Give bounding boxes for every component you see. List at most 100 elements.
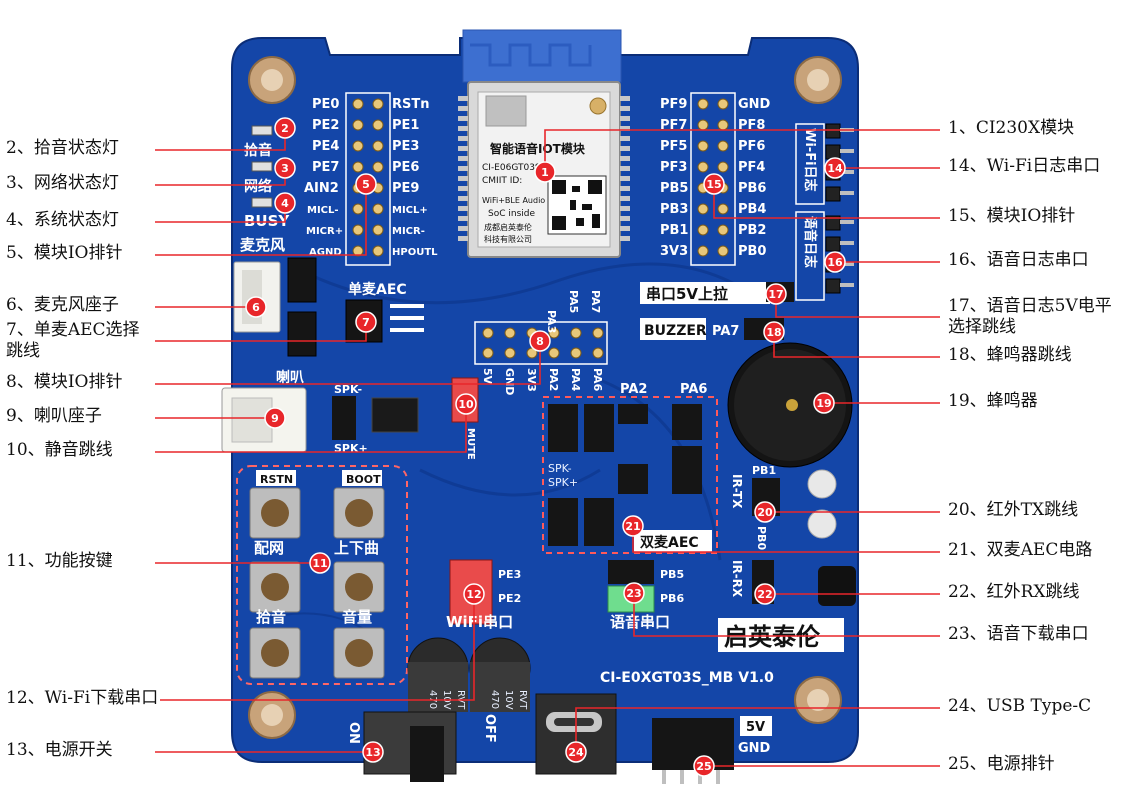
- badge-11: 11: [309, 552, 331, 574]
- svg-text:25: 25: [696, 760, 711, 773]
- badge-9: 9: [264, 407, 286, 429]
- buzzer-pin-label: PA7: [712, 324, 739, 339]
- mid-pa4: PA4: [569, 368, 582, 392]
- ir-rx-label: IR-RX: [730, 560, 744, 598]
- svg-text:15: 15: [706, 178, 721, 191]
- mid-pa5: PA5: [567, 290, 580, 313]
- pin-pf4: PF4: [738, 160, 765, 175]
- badge-3: 3: [274, 157, 296, 179]
- pin-pf3: PF3: [660, 160, 687, 175]
- speaker-label: 喇叭: [276, 369, 304, 386]
- callout-24: 24、USB Type-C: [948, 696, 1092, 716]
- btn-label-pickup: 拾音: [256, 608, 286, 626]
- module-feature: WiFi+BLE Audio: [482, 196, 545, 205]
- callout-6: 6、麦克风座子: [6, 295, 119, 315]
- wifi-pe3: PE3: [498, 568, 521, 581]
- status-leds: 拾音 网络 BUSY: [244, 125, 290, 230]
- mid-pa2: PA2: [547, 368, 560, 391]
- power-gnd-label: GND: [738, 741, 771, 756]
- svg-text:23: 23: [626, 587, 641, 600]
- badge-19: 19: [813, 392, 835, 414]
- svg-text:12: 12: [466, 588, 481, 601]
- pin-pe3: PE3: [392, 139, 419, 154]
- pin-pb5: PB5: [660, 181, 688, 196]
- callout-badges: 1 2 3 4 5 6 7 8 9 10 11 12 13 14 15 16 1…: [245, 117, 846, 777]
- callout-7: 7、单麦AEC选择跳线: [6, 320, 140, 362]
- badge-17: 17: [765, 283, 787, 305]
- badge-18: 18: [763, 321, 785, 343]
- wifi-download-serial: PE3 PE2 WiFi串口: [446, 559, 521, 631]
- pin-pf6: PF6: [738, 139, 765, 154]
- svg-text:21: 21: [625, 520, 640, 533]
- btn-label-network: 配网: [254, 539, 284, 557]
- pb1-label: PB1: [752, 464, 776, 477]
- pin-ain2: AIN2: [304, 181, 339, 196]
- dual-spk-minus: SPK-: [548, 462, 572, 475]
- qr-code: [547, 175, 607, 235]
- btn-label-boot: BOOT: [346, 473, 381, 486]
- callout-10: 10、静音跳线: [6, 440, 113, 460]
- mid-pa6: PA6: [591, 368, 604, 392]
- badge-23: 23: [623, 582, 645, 604]
- badge-12: 12: [463, 583, 485, 605]
- callout-4: 4、系统状态灯: [6, 210, 119, 230]
- wifi-log-label: Wi-Fi日志: [802, 128, 818, 192]
- switch-off-label: OFF: [482, 714, 497, 743]
- pin-pb6: PB6: [738, 181, 766, 196]
- badge-21: 21: [622, 515, 644, 537]
- callout-19: 19、蜂鸣器: [948, 391, 1038, 411]
- pin-pe0: PE0: [312, 97, 339, 112]
- badge-13: 13: [362, 741, 384, 763]
- serial-5v-label: 串口5V上拉: [646, 285, 728, 303]
- svg-text:13: 13: [365, 746, 380, 759]
- mic-label: 麦克风: [240, 236, 285, 254]
- brand-box: [718, 618, 844, 652]
- badge-2: 2: [274, 117, 296, 139]
- power-header: 5V GND: [652, 716, 772, 784]
- pin-pb4: PB4: [738, 202, 766, 217]
- badge-1: 1: [534, 161, 556, 183]
- svg-text:24: 24: [568, 746, 584, 759]
- dual-aec-region: PA2 PA6 SPK- SPK+ 双麦AEC: [542, 382, 718, 554]
- dual-spk-plus: SPK+: [548, 476, 578, 489]
- callout-12: 12、Wi-Fi下载串口: [6, 688, 159, 708]
- module-soc: SoC inside: [488, 209, 535, 219]
- pin-agnd: AGND: [309, 247, 342, 258]
- led-label-busy: BUSY: [244, 212, 290, 230]
- led-label-network: 网络: [244, 178, 272, 195]
- btn-label-track: 上下曲: [334, 539, 379, 557]
- badge-7: 7: [355, 311, 377, 333]
- speaker-connector: SPK- SPK+: [221, 383, 368, 455]
- dual-pa6: PA6: [680, 382, 707, 397]
- callout-23: 23、语音下载串口: [948, 624, 1089, 644]
- wifi-serial-label: WiFi串口: [446, 613, 513, 631]
- mid-5v: 5V: [481, 368, 494, 385]
- badge-10: 10: [455, 393, 477, 415]
- spk-minus-label: SPK-: [334, 383, 362, 396]
- pin-gnd-r: GND: [738, 97, 771, 112]
- buzzer: [727, 342, 853, 468]
- pin-pb3: PB3: [660, 202, 688, 217]
- pin-hpoutl: HPOUTL: [392, 247, 438, 258]
- pin-pf9: PF9: [660, 97, 687, 112]
- dual-pa2: PA2: [620, 382, 647, 397]
- callout-17: 17、语音日志5V电平选择跳线: [948, 296, 1112, 338]
- callout-16: 16、语音日志串口: [948, 250, 1089, 270]
- pin-pe7: PE7: [312, 160, 339, 175]
- pin-micr-minus: MICR-: [392, 226, 425, 237]
- callout-11: 11、功能按键: [6, 551, 113, 571]
- single-aec-jumpers: 单麦AEC: [287, 257, 424, 357]
- callout-25: 25、电源排针: [948, 754, 1055, 774]
- mid-3v3: 3V3: [525, 368, 538, 392]
- switch-on-label: ON: [346, 722, 361, 744]
- function-buttons: RSTN BOOT 配网 上下曲 拾音 音量: [236, 465, 408, 685]
- svg-text:8: 8: [536, 335, 544, 348]
- module-pads: [458, 96, 630, 241]
- badge-25: 25: [693, 755, 715, 777]
- svg-text:16: 16: [827, 256, 843, 269]
- pin-pe2: PE2: [312, 118, 339, 133]
- badge-8: 8: [529, 330, 551, 352]
- badge-14: 14: [824, 157, 846, 179]
- mid-gnd: GND: [503, 368, 516, 395]
